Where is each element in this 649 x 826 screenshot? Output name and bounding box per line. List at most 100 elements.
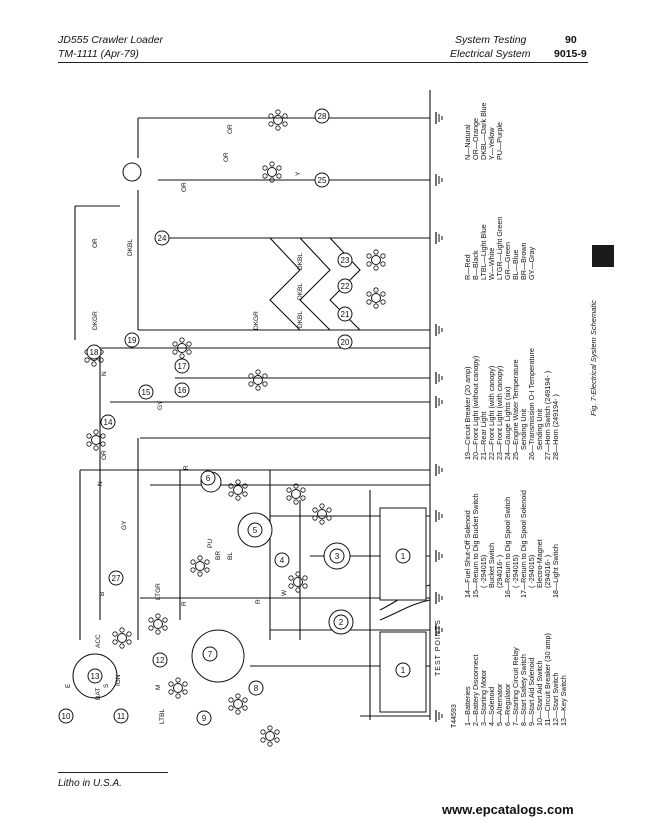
footer-rule	[58, 772, 168, 773]
color-code-r: R—Red	[463, 254, 472, 280]
callout-19: 19	[124, 332, 140, 348]
legend-27: 27—Horn Switch (249194- )	[543, 371, 552, 460]
legend-14: 14—Fuel Shut-Off Solenoid	[463, 510, 472, 598]
manual-title: JD555 Crawler Loader	[58, 34, 164, 46]
callout-11: 11	[113, 708, 129, 724]
legend-17c: (294016- )	[543, 555, 552, 588]
wire-label-bl: BL	[227, 552, 234, 560]
wire-label-or-1: OR	[92, 238, 99, 248]
wire-label-y: Y	[295, 171, 302, 176]
wire-label-e: E	[65, 683, 72, 688]
color-code-w: W—White	[487, 248, 496, 280]
legend-16a: ( -294015)	[511, 555, 520, 588]
legend-3: 3—Starting Motor	[479, 669, 488, 726]
legend-17b: Electro-Magnet	[535, 539, 544, 588]
legend-1: 1—Batteries	[463, 686, 472, 726]
wire-label-or-4: OR	[227, 124, 234, 134]
wire-label-ltbl: LTBL	[159, 709, 166, 724]
wire-label-b: B	[99, 592, 106, 596]
legend-9: 9—Start Aid Solenoid	[527, 658, 536, 726]
callout-7: 7	[202, 646, 218, 662]
callout-9: 9	[196, 710, 212, 726]
svg-text:12: 12	[156, 656, 165, 665]
color-code-gr: GR—Green	[503, 242, 512, 280]
legend-16: 16—Return to Dig Spool Switch	[503, 497, 512, 598]
manual-code: TM-1111 (Apr-79)	[58, 48, 139, 60]
callout-4: 4	[274, 552, 290, 568]
svg-text:22: 22	[341, 282, 350, 291]
svg-text:14: 14	[104, 418, 113, 427]
circuit-breaker-19-symbol	[122, 162, 142, 182]
callout-24: 24	[154, 230, 170, 246]
legend-15a: ( -294015)	[479, 555, 488, 588]
litho-note: Litho in U.S.A.	[58, 778, 122, 789]
callout-22: 22	[337, 278, 353, 294]
legend-21: 21—Rear Light	[479, 412, 488, 460]
callout-17: 17	[174, 358, 190, 374]
legend-15c: (294016- )	[495, 555, 504, 588]
wire-label-br: BR	[215, 551, 222, 560]
wire-label-r-3: R	[255, 599, 262, 604]
legend-col-2: 14—Fuel Shut-Off Solenoid 15—Return to D…	[463, 490, 560, 598]
callout-27: 27	[108, 570, 124, 586]
wire-label-dkbl-3: DKBL	[297, 283, 304, 300]
callout-28: 28	[314, 108, 330, 124]
legend-7: 7—Starting Circuit Relay	[511, 647, 520, 726]
svg-text:6: 6	[206, 474, 211, 483]
legend-10: 10—Start Aid Switch	[535, 660, 544, 726]
svg-text:28: 28	[318, 112, 327, 121]
switch-label-bat: BAT	[95, 688, 102, 700]
legend-25a: Sending Unit	[519, 409, 528, 450]
wire-label-w: W	[281, 589, 288, 596]
svg-text:3: 3	[335, 552, 340, 561]
svg-text:1: 1	[401, 552, 406, 561]
svg-text:4: 4	[280, 556, 285, 565]
svg-text:10: 10	[62, 712, 71, 721]
switch-label-acc: ACC	[95, 634, 102, 648]
callout-5: 5	[247, 522, 263, 538]
test-points-label: TEST POINTS	[435, 619, 442, 676]
callout-23: 23	[337, 252, 353, 268]
svg-text:13: 13	[91, 672, 100, 681]
wire-label-dkbl-2: DKBL	[297, 253, 304, 270]
wire-label-s: S	[103, 683, 110, 688]
svg-text:9: 9	[202, 714, 207, 723]
color-code-col-1: R—Red B—Black LTBL—Light Blue W—White LT…	[463, 217, 536, 280]
legend-28: 28—Horn (249194- )	[551, 394, 560, 460]
svg-text:16: 16	[178, 386, 187, 395]
legend-22: 22—Front Light (with canopy)	[487, 366, 496, 460]
svg-text:15: 15	[142, 388, 151, 397]
wire-label-pu: PU	[207, 539, 214, 548]
legend-24: 24—Gauge Lights (six)	[503, 386, 512, 460]
page-number: 90	[565, 34, 577, 46]
section-subtitle: Electrical System	[450, 48, 531, 60]
callout-18: 18	[86, 344, 102, 360]
wire-label-r-1: R	[183, 465, 190, 470]
legend-15b: Bucket Switch	[487, 543, 496, 588]
figure-id: T44593	[451, 704, 458, 728]
svg-text:25: 25	[318, 176, 327, 185]
legend-26: 26—Transmission O-I Temperature	[527, 348, 536, 460]
legend-2: 2—Battery Disconnect	[471, 654, 480, 726]
section-code: 9015-9	[554, 48, 587, 60]
svg-text:5: 5	[253, 526, 258, 535]
figure-caption: Fig. 7-Electrical System Schematic	[589, 300, 598, 416]
callout-2: 2	[333, 614, 349, 630]
wire-label-n-1: N	[101, 371, 108, 376]
legend-17: 17—Return to Dig Spool Solenoid	[519, 490, 528, 598]
wire-label-dkbl-1: DKBL	[127, 239, 134, 256]
color-code-or: OR—Orange	[471, 118, 480, 160]
legend-6: 6—Regulator	[503, 683, 512, 726]
callout-10: 10	[58, 708, 74, 724]
svg-text:27: 27	[112, 574, 121, 583]
callout-20: 20	[337, 334, 353, 350]
wire-label-m: M	[155, 685, 162, 690]
legend-23: 23—Front Light (with canopy)	[495, 366, 504, 460]
color-code-pu: PU—Purple	[495, 122, 504, 160]
callout-1b: 1	[395, 662, 411, 678]
wire-label-r-2: R	[181, 601, 188, 606]
callout-12: 12	[152, 652, 168, 668]
color-code-dkbl: DKBL—Dark Blue	[479, 102, 488, 160]
svg-text:21: 21	[341, 310, 350, 319]
color-code-ltgr: LTGR—Light Green	[495, 217, 504, 280]
